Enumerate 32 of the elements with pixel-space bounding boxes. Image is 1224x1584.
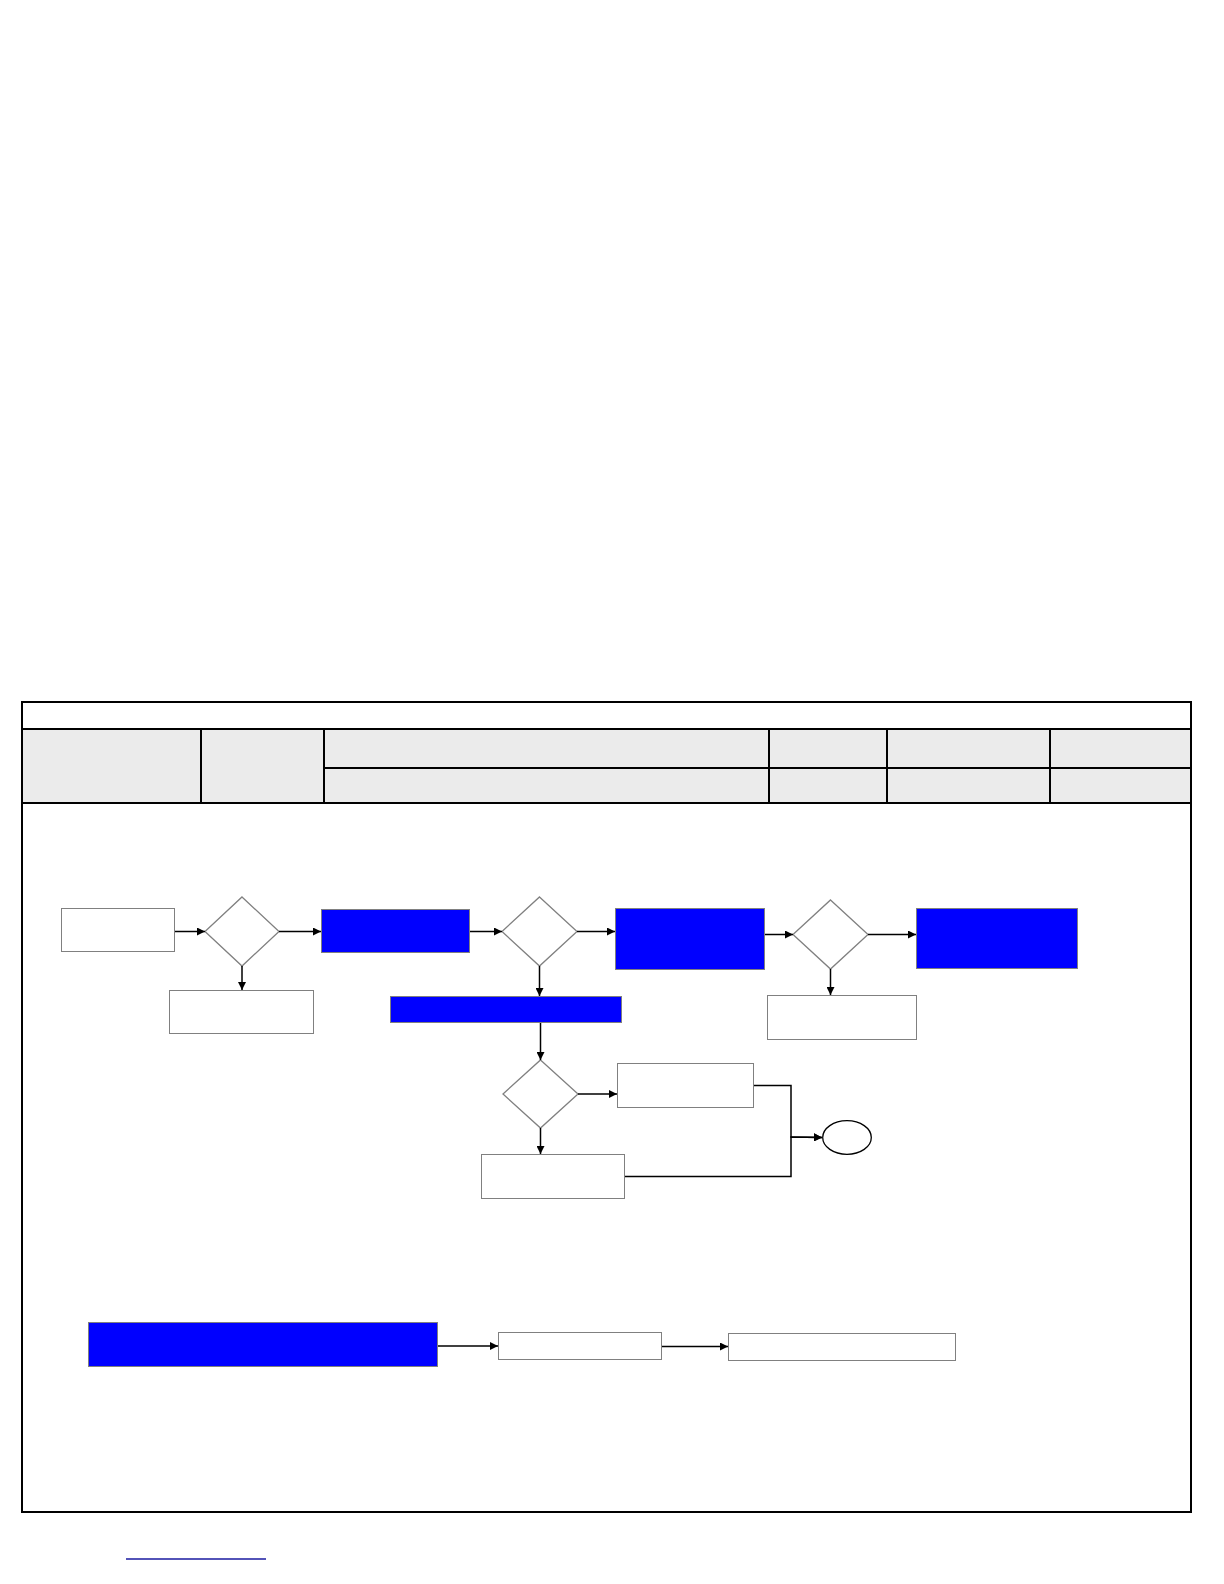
arrow	[764, 930, 794, 939]
arrow	[661, 1342, 729, 1351]
arrow	[826, 968, 835, 996]
arrow	[867, 930, 917, 939]
arrow	[278, 927, 322, 936]
decision-diamond	[502, 897, 577, 966]
decision-diamond	[205, 897, 279, 966]
process-box	[169, 990, 314, 1034]
process-bar	[390, 996, 622, 1023]
process-box	[481, 1154, 625, 1199]
arrow	[536, 1022, 545, 1061]
decision-diamond	[503, 1060, 578, 1128]
process-box	[88, 1322, 438, 1367]
arrow	[536, 1127, 545, 1155]
arrow	[577, 1090, 618, 1098]
process-box	[617, 1063, 754, 1108]
decision-diamond	[793, 900, 868, 969]
arrow	[469, 927, 503, 936]
arrow	[437, 1342, 499, 1350]
arrow	[576, 927, 616, 936]
process-box	[728, 1333, 956, 1361]
arrow	[238, 965, 246, 991]
process-box	[498, 1332, 662, 1360]
process-box	[321, 909, 470, 953]
process-box	[615, 908, 765, 970]
arrow	[535, 965, 544, 997]
process-box	[61, 908, 175, 952]
connector-circle	[822, 1120, 872, 1155]
process-box	[916, 908, 1078, 969]
arrow	[624, 1133, 823, 1178]
process-box	[767, 995, 917, 1040]
arrow	[174, 927, 206, 936]
